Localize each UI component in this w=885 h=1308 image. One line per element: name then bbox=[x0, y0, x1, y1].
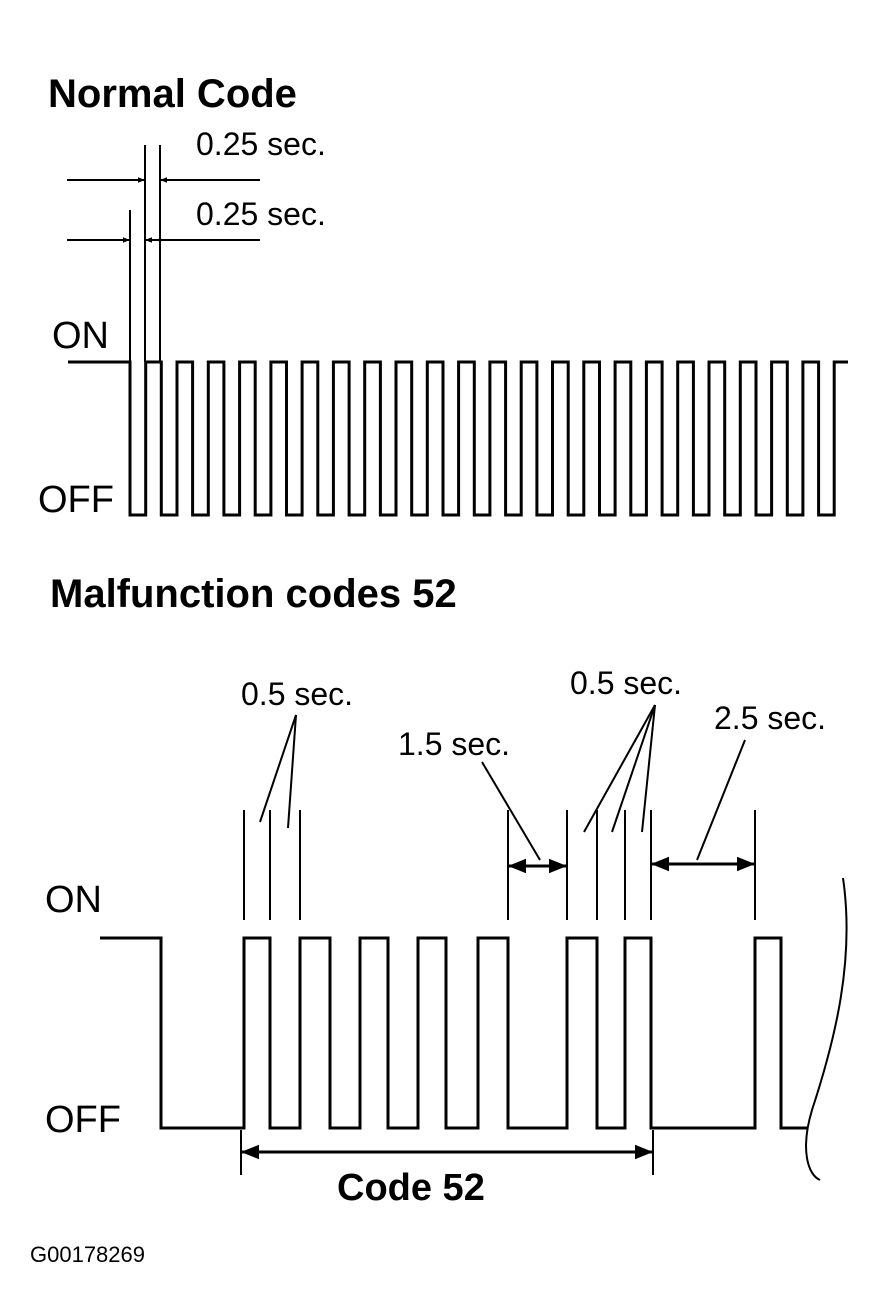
malfunction-leaders bbox=[259, 704, 746, 861]
figure-id: G00178269 bbox=[30, 1242, 145, 1267]
normal-on-label: ON bbox=[52, 315, 109, 357]
normal-code-waveform bbox=[68, 360, 848, 517]
continuation-break-curve bbox=[805, 877, 848, 1181]
malfunction-off-label: OFF bbox=[45, 1099, 121, 1141]
timing-label-bottom: 0.25 sec. bbox=[196, 196, 326, 232]
timing-label-top: 0.25 sec. bbox=[196, 126, 326, 162]
normal-timing-annotation: 0.25 sec. 0.25 sec. bbox=[67, 126, 326, 362]
normal-off-label: OFF bbox=[38, 479, 114, 521]
malfunction-code-section: Malfunction codes 52 ON OFF bbox=[45, 572, 848, 1209]
malfunction-waveform bbox=[100, 936, 808, 1130]
timing-label-second-pulses: 0.5 sec. bbox=[570, 665, 682, 701]
normal-code-title: Normal Code bbox=[48, 72, 297, 116]
code-label: Code 52 bbox=[337, 1167, 485, 1209]
timing-label-pause: 2.5 sec. bbox=[714, 700, 826, 736]
timing-label-gap: 1.5 sec. bbox=[398, 726, 510, 762]
timing-label-first-pulses: 0.5 sec. bbox=[241, 676, 353, 712]
malfunction-on-label: ON bbox=[45, 879, 102, 921]
normal-code-section: Normal Code 0.25 sec. 0.25 sec. ON OFF bbox=[38, 72, 848, 521]
malfunction-title: Malfunction codes 52 bbox=[50, 572, 457, 616]
